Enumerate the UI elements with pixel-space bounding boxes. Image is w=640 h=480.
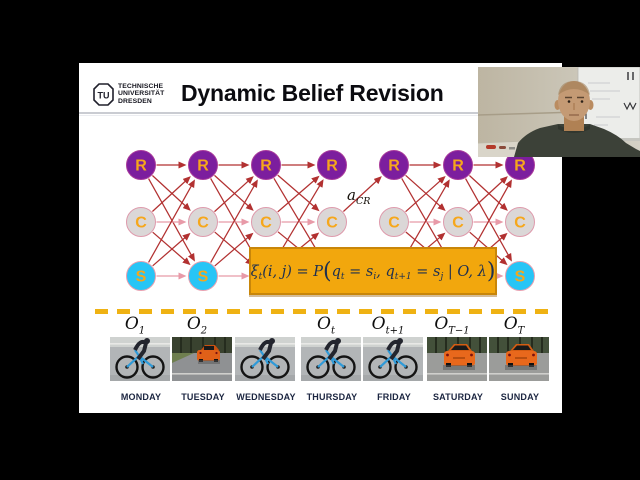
eye: [567, 100, 571, 103]
node-letter: C: [197, 215, 209, 232]
trellis-node-C: C: [443, 207, 473, 237]
node-letter: C: [260, 215, 272, 232]
formula-segment: = s: [344, 263, 374, 280]
observation-thumbnail-car-near: [427, 337, 487, 381]
xi-probability-formula: ξt(i, j) = P(qt = si, qt+1 = sj | O, λ): [251, 259, 496, 284]
webcam-video: [478, 67, 640, 157]
webcam-scene: [478, 67, 640, 157]
presenter: [514, 81, 640, 157]
face: [558, 81, 590, 121]
institution-line: TECHNISCHE: [118, 83, 164, 90]
hair: [558, 81, 590, 95]
observation-thumbnail-bike: [110, 337, 170, 381]
node-letter: R: [260, 158, 272, 175]
node-letter: C: [388, 215, 400, 232]
trellis-node-C: C: [251, 207, 281, 237]
observation-thumbnail-bike: [363, 337, 423, 381]
formula-segment: ): [486, 258, 496, 284]
day-label: THURSDAY: [306, 392, 358, 402]
node-letter: C: [452, 215, 464, 232]
trellis-node-R: R: [188, 150, 218, 180]
observation-thumbnail-bike: [235, 337, 295, 381]
trellis-node-R: R: [379, 150, 409, 180]
observation-label: Ot: [317, 314, 335, 337]
trellis-node-R: R: [317, 150, 347, 180]
institution-line: UNIVERSITÄT: [118, 90, 165, 98]
slide-title: Dynamic Belief Revision: [181, 80, 444, 106]
formula-box: ξt(i, j) = P(qt = si, qt+1 = sj | O, λ): [249, 247, 497, 295]
node-letter: C: [135, 215, 147, 232]
trellis-node-S: S: [188, 261, 218, 291]
trellis-node-S: S: [126, 261, 156, 291]
formula-segment: j: [440, 271, 444, 282]
observation-label: Ot+1: [371, 314, 405, 337]
trellis-node-C: C: [188, 207, 218, 237]
red-object: [499, 146, 506, 149]
red-object: [486, 145, 496, 149]
eye: [580, 100, 584, 103]
formula-segment: q: [331, 263, 341, 280]
trellis-node-S: S: [505, 261, 535, 291]
node-letter: S: [515, 269, 526, 286]
node-letter: R: [326, 158, 338, 175]
node-letter: R: [452, 158, 464, 175]
observation-thumbnail-car-near: [489, 337, 549, 381]
formula-segment: (: [323, 258, 332, 284]
day-label: SATURDAY: [432, 392, 484, 402]
day-label: TUESDAY: [181, 392, 225, 402]
acr-sub: CR: [355, 196, 371, 207]
node-letter: R: [197, 158, 209, 175]
observation-thumbnail-car-far: [172, 337, 232, 381]
tu-dresden-logo: TU: [93, 83, 114, 106]
observation-label: O1: [124, 314, 146, 337]
header-divider: [79, 112, 562, 116]
node-letter: C: [514, 215, 526, 232]
day-label: SUNDAY: [500, 392, 540, 402]
trellis-node-C: C: [317, 207, 347, 237]
formula-segment: t: [340, 271, 345, 282]
trellis-node-C: C: [126, 207, 156, 237]
formula-segment: = s: [411, 263, 441, 280]
shirt: [514, 124, 640, 157]
node-letter: C: [326, 215, 338, 232]
trellis-node-R: R: [251, 150, 281, 180]
acr-base: a: [347, 186, 356, 204]
trellis-node-R: R: [126, 150, 156, 180]
node-letter: S: [198, 269, 209, 286]
trellis-node-C: C: [379, 207, 409, 237]
trellis-node-R: R: [505, 150, 535, 180]
node-letter: S: [136, 269, 147, 286]
formula-segment: ξ: [250, 263, 259, 280]
trellis-node-C: C: [505, 207, 535, 237]
observation-thumbnail-bike: [301, 337, 361, 381]
observation-label: OT: [503, 314, 525, 337]
node-letter: R: [388, 158, 400, 175]
observation-label: O2: [186, 314, 208, 337]
formula-segment: t+1: [394, 271, 412, 282]
observation-label: OT−1: [434, 314, 470, 337]
formula-segment: | O, λ: [443, 263, 487, 280]
institution-line: DRESDEN: [118, 97, 152, 105]
day-label: MONDAY: [120, 392, 162, 402]
transition-label-acr: aCR: [347, 186, 370, 207]
formula-segment: (i, j) = P: [262, 263, 324, 280]
institution-name: TECHNISCHE UNIVERSITÄT DRESDEN: [118, 83, 164, 105]
formula-segment: t: [258, 271, 263, 282]
formula-segment: , q: [376, 263, 395, 280]
day-label: FRIDAY: [377, 392, 411, 402]
node-letter: R: [135, 158, 147, 175]
node-letter: R: [514, 158, 526, 175]
dashed-separator: [95, 309, 556, 314]
trellis-node-R: R: [443, 150, 473, 180]
desk: [478, 140, 525, 157]
logo-monogram: TU: [98, 91, 110, 101]
day-label: WEDNESDAY: [236, 392, 296, 402]
formula-segment: i: [373, 271, 377, 282]
